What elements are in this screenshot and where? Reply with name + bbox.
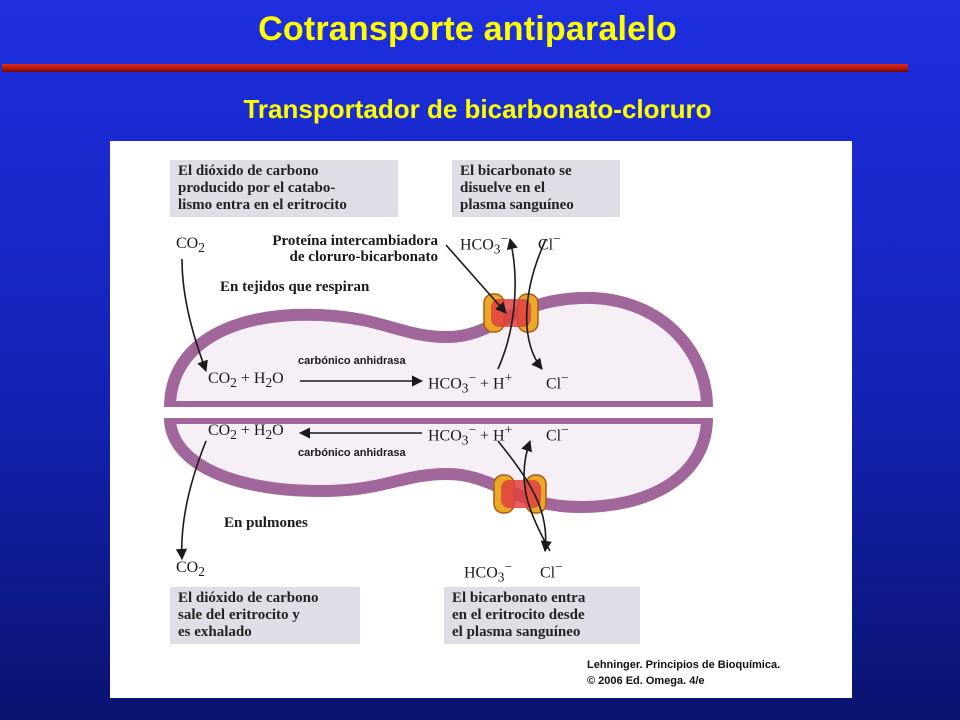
info-box-bicarbonate-dissolves: El bicarbonato se disuelve en el plasma … [452,160,620,217]
source-credit: Lehninger. Principios de Bioquímica. © 2… [587,659,781,687]
cl-top-label: Cl− [538,231,561,254]
cell-membrane-top [164,291,713,413]
cl-inside-top: Cl− [546,370,569,393]
diagram-panel: El dióxido de carbono producido por el c… [110,141,852,698]
title-divider [2,64,908,72]
info-box-bicarbonate-enters: El bicarbonato entra en el eritrocito de… [444,587,640,644]
reaction-top-right: HCO3− + H+ [428,370,513,396]
cell-membrane-bottom [164,412,713,513]
hco3-bottom-label: HCO3− [464,559,512,585]
tissues-section-label: En tejidos que respiran [220,279,370,295]
protein-exchanger-label: Proteína intercambiadora de cloruro-bica… [272,233,438,265]
section-gap [158,407,720,418]
reaction-arrows [175,237,552,561]
slide-title: Cotransporte antiparalelo [258,10,677,48]
cl-bottom-label: Cl− [540,559,563,582]
erythrocyte-diagram [158,237,720,561]
slide-subtitle: Transportador de bicarbonato-cloruro [243,94,712,124]
cl-inside-bottom: Cl− [546,422,569,445]
enzyme-label-bottom: carbónico anhidrasa [298,447,406,459]
co2-top-label: CO2 [176,235,205,256]
lungs-section-label: En pulmones [224,515,308,531]
reaction-top-left: CO2 + H2O [208,370,284,391]
enzyme-label-top: carbónico anhidrasa [298,355,406,367]
reaction-bottom-left: CO2 + H2O [208,422,284,443]
reaction-bottom-right: HCO3− + H+ [428,422,513,448]
hco3-top-label: HCO3− [460,231,508,257]
info-box-co2-exhaled: El dióxido de carbono sale del eritrocit… [170,587,360,644]
transporter-protein-bottom [493,474,547,514]
info-box-co2-enters: El dióxido de carbono producido por el c… [170,160,398,217]
co2-bottom-label: CO2 [176,559,205,580]
